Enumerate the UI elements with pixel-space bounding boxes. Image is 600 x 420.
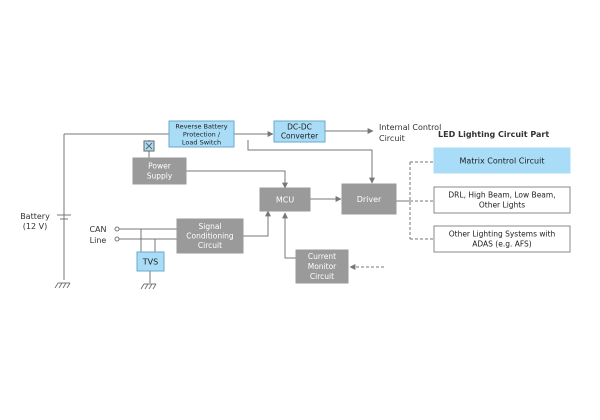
- mcu-label-line: MCU: [276, 195, 294, 204]
- battery-ground-icon: [54, 282, 71, 289]
- drl-box-bg: [433, 186, 571, 214]
- battery-voltage-label: (12 V): [23, 222, 47, 231]
- drl-box: DRL, High Beam, Low Beam,Other Lights: [433, 186, 571, 214]
- power-label-line: Supply: [147, 172, 173, 181]
- driver-label-line: Driver: [357, 195, 382, 204]
- current-label-line: Current: [308, 252, 336, 261]
- dcdc-label-line: Converter: [281, 132, 319, 141]
- tvs-box-bg: [136, 251, 165, 272]
- internal-circuit-label: Circuit: [379, 134, 405, 143]
- matrix-box: Matrix Control Circuit: [433, 147, 571, 174]
- led-part-title: LED Lighting Circuit Part: [438, 130, 549, 139]
- tvs-label-line: TVS: [142, 257, 158, 266]
- reverse-label-line: Protection /: [183, 130, 221, 138]
- protection-to-driver-wire: [247, 140, 375, 184]
- drl-label-line: Other Lights: [479, 201, 525, 210]
- can-high-terminal: [114, 226, 120, 232]
- signal-label-line: Signal: [198, 222, 221, 231]
- power-to-mcu-wire: [186, 170, 288, 189]
- current-label-line: Circuit: [310, 272, 334, 281]
- can-low-terminal: [114, 236, 120, 242]
- load-switch-transistor-icon: [143, 140, 155, 152]
- other-box-bg: [433, 225, 571, 253]
- terminals: [114, 226, 120, 242]
- driver-box-bg: [341, 183, 397, 215]
- reverse-label-line: Reverse Battery: [175, 122, 227, 130]
- tvs-box: TVS: [136, 251, 165, 272]
- battery-label: Battery: [20, 212, 50, 221]
- mcu-box: MCU: [259, 187, 311, 212]
- power-box-bg: [132, 157, 187, 185]
- signal-label-line: Conditioning: [186, 232, 234, 241]
- signal-to-mcu-wire: [243, 210, 271, 237]
- reverse-label-line: Load Switch: [182, 138, 221, 146]
- current-box-bg: [295, 249, 349, 284]
- current-to-mcu-wire: [282, 212, 296, 259]
- current-label-line: Monitor: [308, 262, 337, 271]
- power-label-line: Power: [148, 162, 172, 171]
- driver-box: Driver: [341, 183, 397, 215]
- matrix-box-bg: [433, 147, 571, 174]
- other-label-line: Other Lighting Systems with: [449, 230, 556, 239]
- wires: [57, 128, 410, 283]
- signal-label-line: Circuit: [198, 241, 222, 250]
- ground-symbols: [54, 282, 157, 290]
- line-label: Line: [90, 236, 107, 245]
- dcdc-label-line: DC-DC: [287, 123, 312, 132]
- dashed-connections: [349, 161, 434, 270]
- internal-control-label: Internal Control: [379, 123, 441, 132]
- signal-box-bg: [176, 218, 244, 254]
- other-label-line: ADAS (e.g. AFS): [472, 240, 532, 249]
- drl-label-line: DRL, High Beam, Low Beam,: [448, 191, 555, 200]
- can-label: CAN: [89, 225, 106, 234]
- mcu-box-bg: [259, 187, 311, 212]
- dcdc-box-bg: [273, 120, 326, 143]
- tvs-ground-icon: [140, 283, 157, 290]
- reverse-box-bg: [168, 120, 235, 148]
- matrix-label-line: Matrix Control Circuit: [460, 156, 545, 165]
